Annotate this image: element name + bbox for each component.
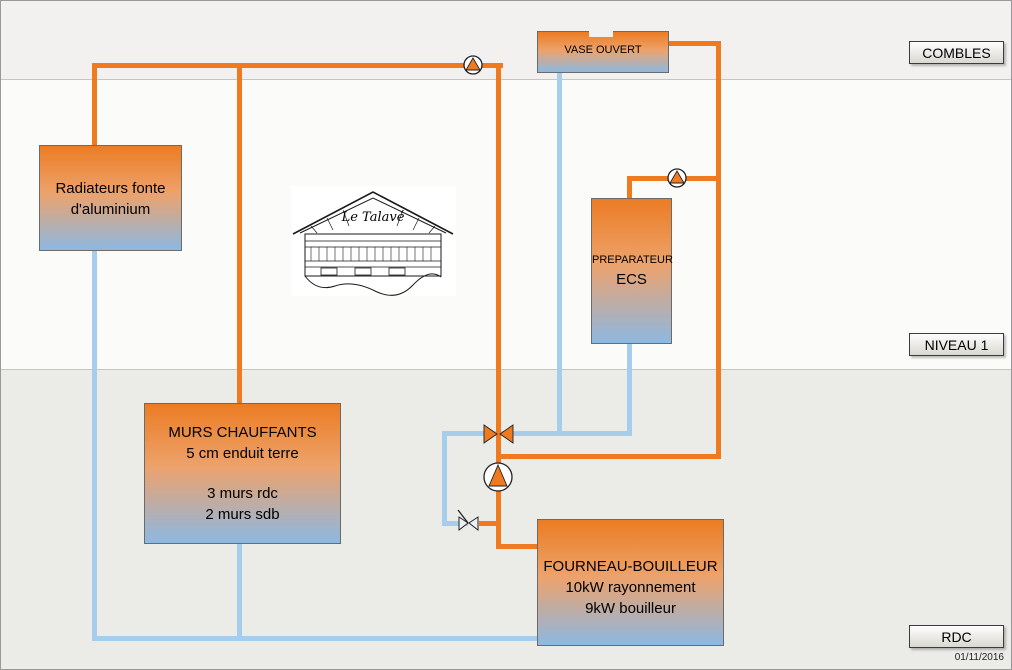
level-label-combles: COMBLES [909,41,1004,64]
pipe-hot-pump-feed [498,454,721,459]
pipe-cold-radiators-return [92,247,97,641]
pipe-cold-murs-return [237,539,242,641]
pipe-cold-bypass-bottom [442,521,468,526]
heated-walls-label: 2 murs sdb [205,506,280,523]
vessel-open-notch [589,30,613,37]
pipe-hot-fourneau-outlet [496,544,541,549]
pipe-hot-ecs-supply [627,176,632,203]
level-label-rdc: RDC [909,625,1004,648]
level-label-niveau1: NIVEAU 1 [909,333,1004,356]
dhw-tank-label: PREPARATEUR [592,254,673,266]
dhw-tank-label: ECS [616,271,647,288]
heated-walls-label: MURS CHAUFFANTS [168,424,317,441]
dhw-tank-box: PREPARATEUR ECS [591,198,673,344]
boiler-stove-label: FOURNEAU-BOUILLEUR [543,558,718,575]
pipe-hot-top-supply [92,63,503,68]
heated-walls-label: 5 cm enduit terre [186,445,299,462]
spacer [145,464,340,483]
date-stamp: 01/11/2016 [954,652,1004,663]
boiler-stove-label: 10kW rayonnement [565,579,696,596]
boiler-stove-box: FOURNEAU-BOUILLEUR 10kW rayonnement 9kW … [537,519,724,646]
level-divider [1,79,1011,80]
pipe-cold-vase-return [557,71,562,436]
radiators-box: Radiateurs fonte d'aluminium [39,145,182,251]
pipe-hot-vase-link [665,41,721,46]
pipe-hot-bypass-stub [479,521,498,526]
pipe-hot-radiators-supply [92,63,97,151]
pipe-hot-murs-supply [237,63,242,408]
pipe-cold-ecs-return [627,341,632,436]
pipe-hot-main-riser [496,63,501,549]
level-divider [1,369,1011,370]
pipe-cold-bypass-drop [442,431,447,526]
pipe-cold-mid-return [501,431,632,436]
expansion-vessel-box: VASE OUVERT [537,31,669,73]
radiators-label: d'aluminium [70,201,151,218]
pipe-hot-ecs-branch [627,176,721,181]
radiators-label: Radiateurs fonte [55,180,166,197]
house-title: Le Talavé [341,210,405,225]
pipe-hot-right-drop [716,41,721,459]
heated-walls-box: MURS CHAUFFANTS 5 cm enduit terre 3 murs… [144,403,341,544]
heated-walls-label: 3 murs rdc [207,485,278,502]
pipe-cold-bypass-top [442,431,496,436]
house-illustration: Le Talavé [291,186,456,296]
expansion-vessel-label: VASE OUVERT [564,44,642,56]
pipe-cold-bottom-return [92,636,541,641]
boiler-stove-label: 9kW bouilleur [585,600,676,617]
